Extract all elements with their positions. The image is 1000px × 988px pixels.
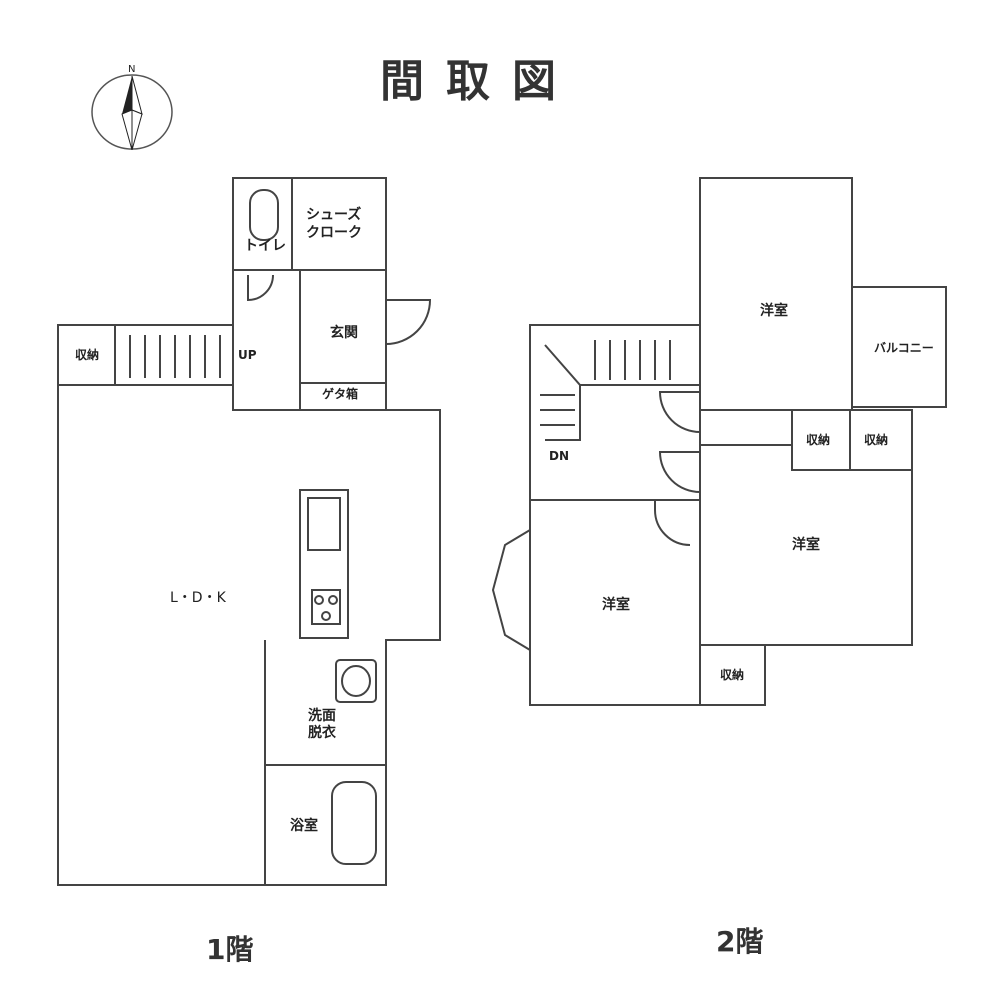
room-western-top: 洋室 (760, 303, 788, 319)
room-entrance: 玄関 (330, 325, 358, 341)
floor1-label: 1階 (206, 933, 254, 966)
stairs-up-label: UP (238, 348, 257, 362)
floor2-storage-a: 収納 (806, 433, 831, 447)
room-balcony: バルコニー (874, 341, 934, 355)
room-bathroom: 浴室 (290, 818, 318, 834)
room-washroom-line2: 脱衣 (308, 725, 336, 741)
room-toilet: トイレ (244, 238, 286, 254)
room-washroom-line1: 洗面 (308, 708, 336, 724)
page-title: 間取図 (380, 56, 578, 107)
room-shoe-cloak-line1: シューズ (306, 207, 362, 223)
room-shoe-cloak-line2: クローク (306, 225, 362, 241)
floor2-storage-b: 収納 (864, 433, 889, 447)
floor1-storage: 収納 (75, 348, 100, 362)
compass-north-label: N (128, 64, 135, 75)
room-western-left: 洋室 (602, 597, 630, 613)
geta-box-label: ゲタ箱 (322, 387, 359, 401)
floor2-label: 2階 (716, 925, 764, 958)
room-ldk: L・D・K (170, 590, 226, 606)
compass-icon: N (91, 64, 173, 150)
room-western-right: 洋室 (792, 537, 820, 553)
floor2-storage-c: 収納 (720, 668, 745, 682)
stairs-down-label: DN (549, 449, 570, 463)
